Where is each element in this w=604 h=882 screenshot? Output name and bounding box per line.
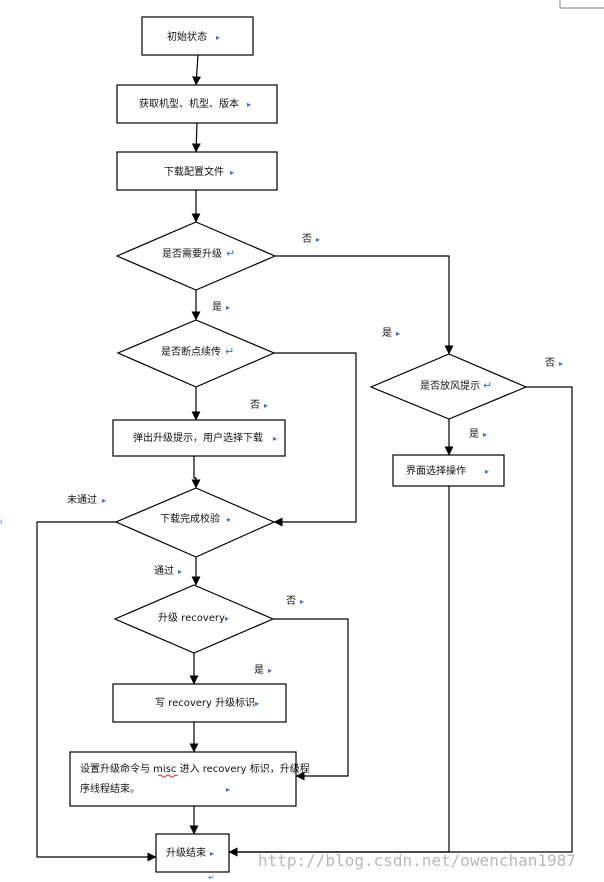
node-download-config-label: 下载配置文件 <box>164 165 224 178</box>
node-release-prompt: 是否放风提示 ↵ <box>369 353 528 420</box>
node-upgrade-recovery-label: 升级 recovery <box>158 612 225 624</box>
arrow-need-to-release <box>275 255 454 355</box>
node-upgrade-end-label: 升级结束 <box>166 846 206 859</box>
node-ui-select: 界面选择操作 ▸ <box>392 454 505 487</box>
arrow-model-to-config <box>191 122 201 153</box>
node-set-cmd-line1: 设置升级命令与 misc 进入 recovery 标识，升级程 <box>80 762 310 775</box>
node-set-cmd-line2: 序线程结束。 <box>80 782 140 795</box>
svg-text:▸: ▸ <box>483 430 487 439</box>
arrow-verify-failed-to-end <box>36 521 157 862</box>
svg-text:▸: ▸ <box>216 33 220 42</box>
svg-text:▸: ▸ <box>559 359 563 368</box>
svg-text:▸: ▸ <box>210 849 214 858</box>
svg-text:▸: ▸ <box>300 597 304 606</box>
label-yes-release: 是 <box>469 428 479 440</box>
connectors <box>36 54 573 862</box>
label-yes-release-entry: 是 <box>382 327 392 339</box>
margin-mark: ı <box>0 517 2 526</box>
label-not-passed: 未通过 <box>67 493 97 506</box>
svg-text:▸: ▸ <box>102 496 106 505</box>
svg-text:↵: ↵ <box>225 345 234 358</box>
svg-text:▸: ▸ <box>273 434 277 443</box>
svg-text:▸: ▸ <box>247 100 251 109</box>
svg-text:▸: ▸ <box>485 467 489 476</box>
arrow-popup-to-verify <box>191 456 201 489</box>
node-upgrade-end: 升级结束 ▸ <box>155 833 230 873</box>
label-yes-recovery: 是 <box>254 664 264 676</box>
arrow-recovery-no-to-cmd <box>273 618 349 781</box>
label-passed: 通过 <box>154 564 174 577</box>
spellcheck-underline <box>157 774 179 778</box>
svg-text:↵: ↵ <box>483 379 492 392</box>
bottom-return-mark: ↵ <box>208 873 215 882</box>
node-download-config: 下载配置文件 ▸ <box>116 151 278 191</box>
node-need-upgrade: 是否需要升级 ↵ <box>115 221 277 291</box>
svg-text:▸: ▸ <box>230 168 234 177</box>
arrow-initial-to-model <box>192 54 202 86</box>
svg-text:▸: ▸ <box>264 401 268 410</box>
node-resume: 是否断点续传 ↵ <box>116 319 276 388</box>
node-need-upgrade-label: 是否需要升级 <box>162 248 222 260</box>
node-resume-label: 是否断点续传 <box>161 345 221 358</box>
arrow-resume-to-verify <box>273 352 357 527</box>
svg-text:▸: ▸ <box>255 699 259 708</box>
node-upgrade-recovery: 升级 recovery ▸ <box>113 584 275 654</box>
label-yes-need-upgrade: 是 <box>212 301 222 313</box>
watermark: http://blog.csdn.net/owenchan1987 <box>258 851 576 870</box>
node-get-model: 获取机型、机型、版本 ▸ <box>116 84 278 124</box>
arrow-release-no-to-end <box>228 386 573 857</box>
svg-text:▸: ▸ <box>396 329 400 338</box>
page-corner-marks <box>559 0 604 9</box>
node-ui-select-label: 界面选择操作 <box>406 464 466 477</box>
node-verify-label: 下载完成校验 <box>160 512 220 525</box>
svg-text:▸: ▸ <box>268 666 272 675</box>
svg-text:▸: ▸ <box>178 567 182 576</box>
node-release-prompt-label: 是否放风提示 <box>420 379 480 392</box>
label-no-resume: 否 <box>250 399 260 411</box>
node-popup-prompt: 弹出升级提示，用户选择下载 ▸ <box>112 419 286 457</box>
node-write-flag: 写 recovery 升级标识 ▸ <box>112 683 287 723</box>
node-initial-state: 初始状态 ▸ <box>141 16 254 56</box>
node-popup-prompt-label: 弹出升级提示，用户选择下载 <box>133 431 263 444</box>
svg-text:▸: ▸ <box>226 303 230 312</box>
svg-text:↵: ↵ <box>226 247 235 260</box>
node-verify: 下载完成校验 ▸ <box>114 487 276 558</box>
svg-text:▸: ▸ <box>316 235 320 244</box>
label-no-release: 否 <box>545 357 555 369</box>
svg-text:▸: ▸ <box>227 515 231 524</box>
label-no-need-upgrade: 否 <box>302 233 312 245</box>
node-initial-state-label: 初始状态 <box>167 30 207 43</box>
svg-text:▸: ▸ <box>226 785 230 794</box>
svg-text:▸: ▸ <box>225 614 229 623</box>
edge-labels: 否 ▸ 是 ▸ 是 ▸ 否 ▸ 未通过 ▸ 通过 ▸ 否 ▸ 是 ▸ 否 ▸ 是… <box>67 233 563 676</box>
node-set-cmd: 设置升级命令与 misc 进入 recovery 标识，升级程 序线程结束。 ▸ <box>69 751 310 807</box>
label-no-recovery: 否 <box>286 595 296 607</box>
node-get-model-label: 获取机型、机型、版本 <box>139 97 239 110</box>
node-write-flag-label: 写 recovery 升级标识 <box>155 697 255 709</box>
